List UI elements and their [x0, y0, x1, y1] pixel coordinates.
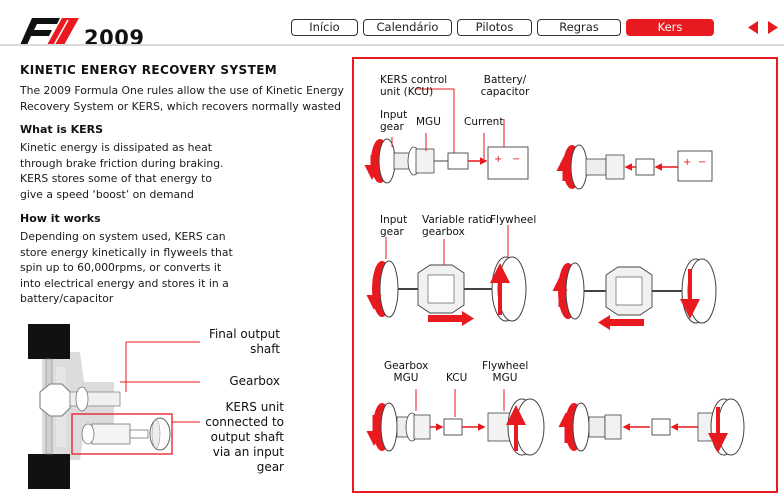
- rear-wheel-top: [28, 324, 70, 359]
- tab-kers[interactable]: Kers: [626, 19, 714, 36]
- label-flywheel-mgu: Flywheel MGU: [482, 360, 529, 384]
- arrow-left-icon[interactable]: [748, 21, 758, 34]
- label-current: Current: [464, 116, 504, 128]
- svg-text:+: +: [683, 157, 691, 168]
- section-heading-what: What is KERS: [20, 123, 104, 136]
- label-kcu-row3: KCU: [446, 372, 468, 384]
- svg-text:−: −: [512, 154, 520, 165]
- label-variable-gearbox: Variable ratio gearbox: [422, 214, 493, 238]
- flywheel-kers-discharging: [552, 258, 717, 330]
- tab-pilotos[interactable]: Pilotos: [457, 19, 532, 36]
- label-input-gear-row2: Input gear: [380, 214, 408, 238]
- section-heading-how: How it works: [20, 212, 101, 225]
- article-intro: The 2009 Formula One rules allow the use…: [20, 84, 344, 113]
- row-flywheel-kers: [366, 225, 717, 330]
- flywheel-mgu-charging: [366, 389, 545, 456]
- tab-calendario[interactable]: Calendário: [363, 19, 452, 36]
- kers-diagram-panel: + − + −: [352, 57, 778, 493]
- header: 2009 Início Calendário Pilotos Regras Ke…: [0, 0, 784, 52]
- label-flywheel-row2: Flywheel: [490, 214, 537, 226]
- article: KINETIC ENERGY RECOVERY SYSTEM The 2009 …: [20, 63, 350, 307]
- label-gearbox-mgu: Gearbox MGU: [384, 360, 429, 384]
- label-mgu-row1: MGU: [416, 116, 441, 128]
- row-flywheel-mgu-kers: [366, 389, 745, 456]
- svg-text:−: −: [698, 157, 706, 168]
- flywheel-mgu-discharging: [558, 398, 745, 456]
- row-electrical-kers: + − + −: [364, 88, 713, 190]
- main-nav: Início Calendário Pilotos Regras Kers: [291, 19, 719, 36]
- car-rear-diagram: Final output shaft Gearbox KERS unit con…: [20, 312, 320, 496]
- flywheel-kers-charging: [366, 225, 527, 326]
- section-text-how: Depending on system used, KERS can store…: [20, 230, 233, 305]
- nav-arrows: [748, 21, 778, 34]
- label-gearbox: Gearbox: [229, 374, 280, 388]
- section-text-what: Kinetic energy is dissipated as heat thr…: [20, 141, 224, 201]
- label-kcu-row1: KERS control unit (KCU): [380, 74, 448, 98]
- header-divider: [0, 44, 784, 46]
- tab-inicio[interactable]: Início: [291, 19, 358, 36]
- label-input-gear-row1: Input gear: [380, 109, 408, 133]
- label-final-output-shaft: Final output shaft: [208, 327, 280, 356]
- tab-regras[interactable]: Regras: [537, 19, 621, 36]
- article-title: KINETIC ENERGY RECOVERY SYSTEM: [20, 63, 278, 77]
- rear-wheel-bottom: [28, 454, 70, 489]
- label-kers-unit: KERS unit connected to output shaft via …: [205, 400, 284, 474]
- arrow-right-icon[interactable]: [768, 21, 778, 34]
- f1-logo-icon: [20, 18, 79, 46]
- label-battery: Battery/ capacitor: [480, 74, 530, 98]
- svg-text:+: +: [494, 154, 502, 165]
- electric-kers-discharging: + −: [556, 144, 713, 190]
- season-year: 2009: [84, 26, 145, 50]
- electric-kers-charging: + −: [364, 88, 529, 184]
